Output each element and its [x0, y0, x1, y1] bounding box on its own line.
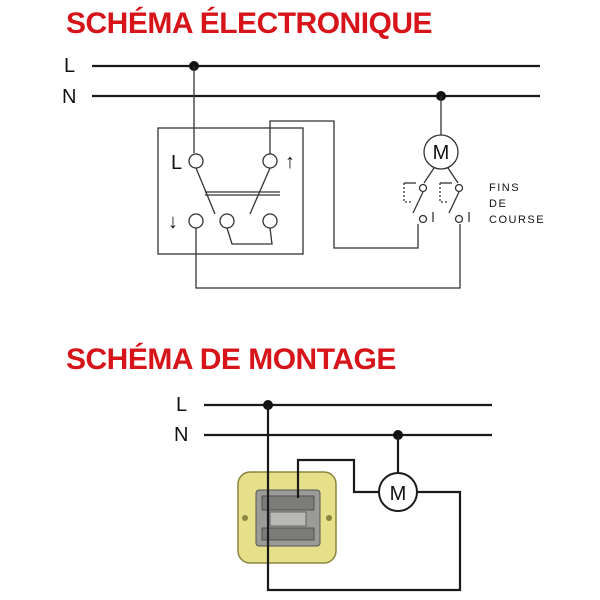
arrow-down-icon: ↓ — [168, 211, 178, 233]
assembly-motor-symbol — [378, 472, 418, 512]
limit-blade-left — [412, 191, 424, 214]
electronic-schematic-title: SCHÉMA ÉLECTRONIQUE — [66, 7, 433, 40]
switch-blade-left — [195, 167, 216, 215]
assembly-schematic-title: SCHÉMA DE MONTAGE — [66, 343, 396, 376]
motor-lead-left — [423, 167, 435, 184]
line-l-label: L — [64, 55, 75, 77]
limit-contact — [454, 183, 464, 193]
limit-contact — [418, 214, 428, 224]
assembly-line-l-label: L — [176, 394, 187, 416]
limit-switches — [403, 182, 470, 224]
limit-actuator-right — [439, 183, 447, 203]
limit-contact — [454, 214, 464, 224]
switch-terminal-block-bottom — [261, 527, 315, 541]
limit-contact — [418, 183, 428, 193]
limit-actuator-left — [403, 183, 411, 203]
plate-screw-right — [326, 515, 332, 521]
limits-label-1: FINS — [489, 182, 520, 194]
up-output-wire — [269, 120, 419, 249]
motor-lead-right — [447, 167, 459, 184]
terminal-common — [219, 213, 235, 229]
assembly-schematic: L N M — [174, 394, 492, 592]
assembly-motor-label: M — [390, 483, 407, 505]
switch-terminal-l-label: L — [171, 152, 182, 174]
motor-symbol — [423, 134, 459, 170]
switch-blade-right — [249, 167, 271, 215]
down-output-wire — [195, 224, 461, 289]
switch-bridge — [226, 227, 273, 245]
switch-box — [157, 127, 304, 255]
electronic-schematic: L N L ↑ ↓ M — [62, 55, 545, 289]
terminal-down — [188, 213, 204, 229]
switch-terminal-block-top — [261, 495, 315, 511]
line-n-label: N — [62, 86, 76, 108]
terminal-right — [262, 213, 278, 229]
limit-blade-right — [448, 191, 460, 214]
terminal-l — [188, 153, 204, 169]
assembly-motor-wire — [296, 458, 382, 498]
limits-label-3: COURSE — [489, 214, 545, 226]
arrow-up-icon: ↑ — [285, 151, 295, 173]
assembly-line-n-label: N — [174, 424, 188, 446]
limits-label-2: DE — [489, 198, 507, 210]
terminal-up — [262, 153, 278, 169]
switch-rocker — [269, 511, 307, 527]
assembly-feed-wire — [266, 405, 462, 592]
plate-screw-left — [242, 515, 248, 521]
motor-label: M — [433, 142, 450, 164]
